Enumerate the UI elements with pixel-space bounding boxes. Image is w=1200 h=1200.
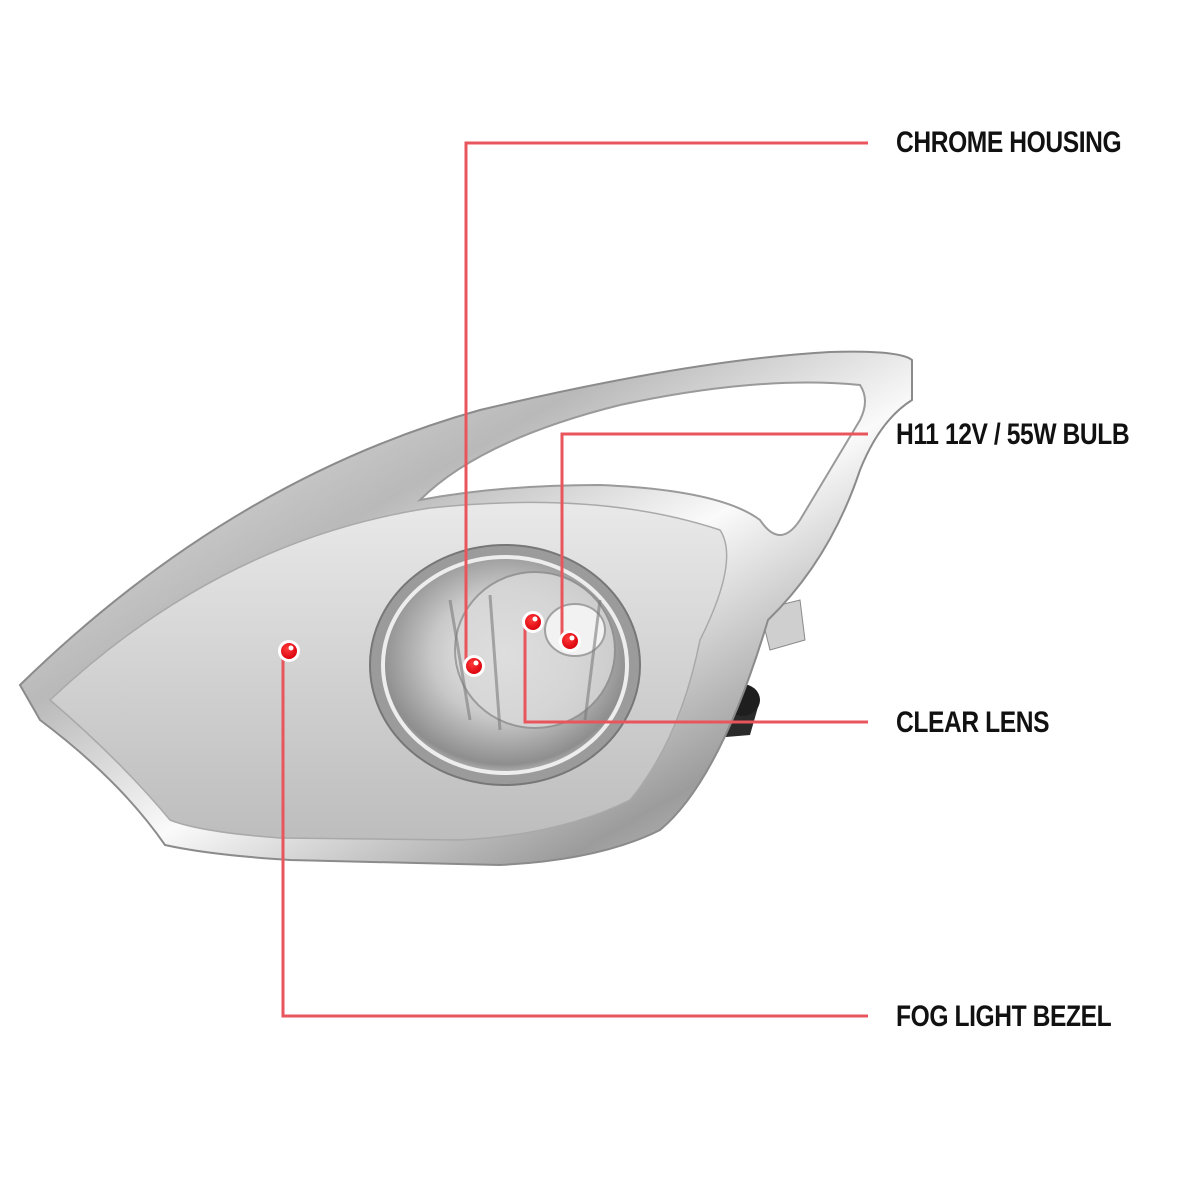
callout-lines (281, 141, 868, 1018)
fog-lamp-lens (369, 544, 641, 786)
chrome-housing-label: CHROME HOUSING (896, 126, 1122, 159)
fog-light-bezel-leader (281, 653, 868, 1018)
clear-lens-marker-icon (522, 611, 544, 633)
chrome-housing-marker-icon (463, 655, 485, 677)
chrome-housing-leader (464, 141, 868, 664)
bulb-label: H11 12V / 55W BULB (896, 418, 1130, 451)
callout-markers (278, 611, 581, 677)
fog-light-bezel-marker-icon (278, 640, 300, 662)
bulb-leader (560, 432, 868, 639)
clear-lens-leader (523, 624, 868, 724)
clear-lens-label: CLEAR LENS (896, 706, 1050, 739)
bulb-marker-icon (559, 630, 581, 652)
fog-light-bezel-label: FOG LIGHT BEZEL (896, 1000, 1112, 1033)
